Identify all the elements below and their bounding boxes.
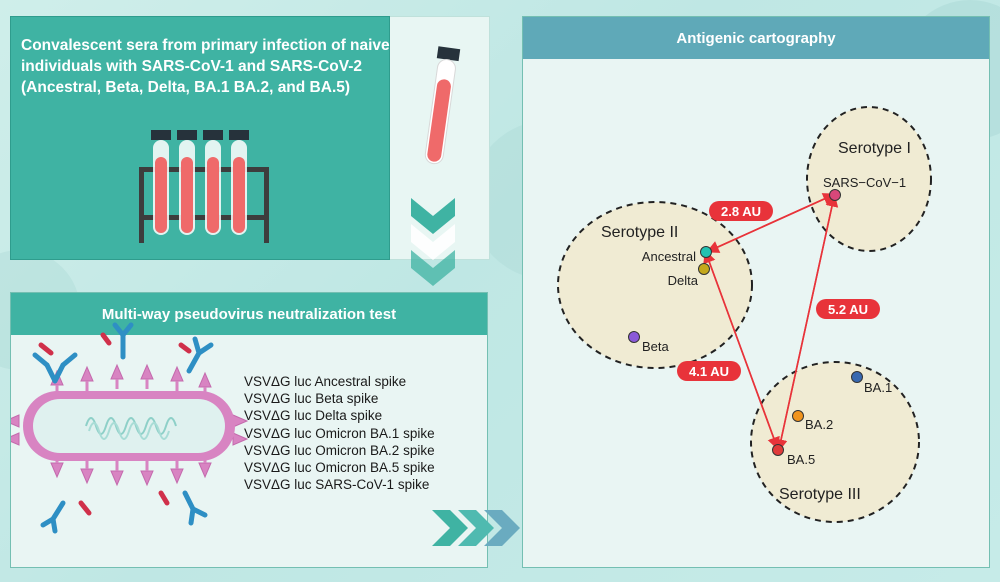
pseudovirus-icon bbox=[11, 322, 249, 534]
spike-list-item: VSVΔG luc SARS-CoV-1 spike bbox=[244, 477, 430, 493]
distance-badge bbox=[677, 361, 741, 381]
virus-point bbox=[792, 410, 804, 422]
virus-point bbox=[628, 331, 640, 343]
pvnt-panel: Multi-way pseudovirus neutralization tes… bbox=[10, 292, 488, 568]
sera-description: Convalescent sera from primary infection… bbox=[21, 37, 390, 96]
spike-list-item: VSVΔG luc Omicron BA.5 spike bbox=[244, 460, 435, 476]
serotype-region bbox=[750, 361, 920, 523]
point-label: SARS−CoV−1 bbox=[823, 175, 906, 190]
point-label: BA.2 bbox=[805, 417, 833, 432]
serotype-label: Serotype II bbox=[601, 224, 678, 241]
pvnt-title: Multi-way pseudovirus neutralization tes… bbox=[11, 293, 487, 335]
virus-point bbox=[829, 189, 841, 201]
down-chevrons-icon bbox=[411, 198, 455, 286]
point-label: Ancestral bbox=[642, 249, 696, 264]
distance-badge bbox=[709, 201, 773, 221]
serotype-region bbox=[557, 201, 753, 369]
point-label: Beta bbox=[642, 339, 670, 354]
distance-label: 2.8 AU bbox=[721, 204, 761, 219]
spike-list: VSVΔG luc Ancestral spike VSVΔG luc Beta… bbox=[244, 373, 435, 493]
right-chevrons-icon bbox=[432, 510, 520, 546]
test-tube-rack-icon bbox=[139, 130, 269, 243]
sera-panel: Convalescent sera from primary infection… bbox=[10, 16, 390, 260]
point-label: Delta bbox=[668, 273, 699, 288]
virus-point bbox=[700, 246, 712, 258]
distance-arrow bbox=[703, 249, 778, 448]
spike-list-item: VSVΔG luc Beta spike bbox=[244, 391, 379, 407]
virus-point bbox=[772, 444, 784, 456]
virus-point bbox=[698, 263, 710, 275]
distance-badge bbox=[816, 299, 880, 319]
distance-label: 4.1 AU bbox=[689, 364, 729, 379]
virus-point bbox=[851, 371, 863, 383]
serotype-label: Serotype I bbox=[838, 140, 911, 157]
point-label: BA.1 bbox=[864, 380, 892, 395]
spike-list-item: VSVΔG luc Delta spike bbox=[244, 408, 383, 424]
spike-list-item: VSVΔG luc Ancestral spike bbox=[244, 374, 407, 389]
antigenic-map: Serotype I Serotype II Serotype III 2.8 … bbox=[557, 106, 932, 523]
test-tube-icon bbox=[424, 46, 461, 165]
serotype-region bbox=[806, 106, 932, 252]
distance-arrow bbox=[774, 196, 835, 453]
cartography-panel: Antigenic cartography Serotype I Serotyp… bbox=[522, 16, 990, 568]
spike-list-item: VSVΔG luc Omicron BA.2 spike bbox=[244, 442, 435, 458]
serotype-label: Serotype III bbox=[779, 486, 861, 503]
distance-label: 5.2 AU bbox=[828, 302, 868, 317]
point-label: BA.5 bbox=[787, 452, 815, 467]
cartography-title: Antigenic cartography bbox=[523, 17, 989, 59]
spike-list-item: VSVΔG luc Omicron BA.1 spike bbox=[244, 425, 435, 441]
distance-arrow bbox=[708, 193, 836, 252]
